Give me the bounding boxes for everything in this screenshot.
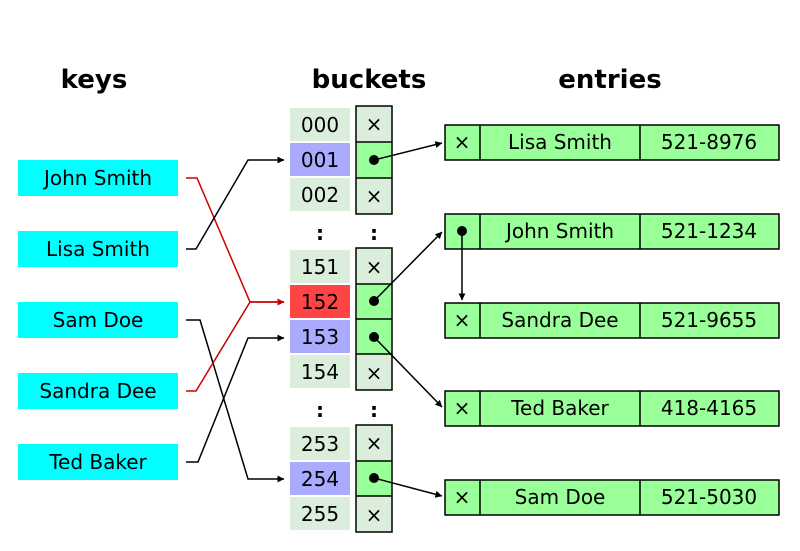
empty-slot-mark: × [366, 184, 383, 208]
key-lisa-smith: Lisa Smith [18, 231, 178, 267]
key-ted-baker: Ted Baker [18, 444, 178, 480]
bucket-index: 152 [301, 290, 339, 314]
entry-name: Ted Baker [510, 396, 609, 420]
bucket-index-bg [290, 108, 350, 141]
ellipsis: : [370, 398, 378, 422]
entry-ted-baker: × Ted Baker 418-4165 [444, 390, 780, 427]
ellipsis: : [316, 398, 324, 422]
entry-phone: 521-9655 [661, 308, 757, 332]
key-sam-doe: Sam Doe [18, 302, 178, 338]
entry-box [444, 302, 780, 339]
entries-header: entries [558, 65, 661, 95]
null-pointer-mark: × [454, 485, 471, 509]
keys-column: John Smith Lisa Smith Sam Doe Sandra Dee… [18, 160, 178, 480]
entries-column: × Lisa Smith 521-8976 John Smith 521-123… [444, 124, 780, 516]
empty-slot-mark: × [366, 112, 383, 136]
key-label: John Smith [42, 166, 152, 190]
entry-sandra-dee: × Sandra Dee 521-9655 [444, 302, 780, 339]
entry-name: Sam Doe [515, 485, 606, 509]
entry-phone: 418-4165 [661, 396, 757, 420]
bucket-index: 001 [301, 148, 339, 172]
bucket-index-bg [290, 355, 350, 388]
pointer-to-john-smith [373, 231, 443, 302]
keys-header: keys [61, 65, 128, 95]
bucket-index-bg [290, 250, 350, 283]
bucket-index-bg-hashed [290, 320, 350, 353]
empty-slot-mark: × [366, 361, 383, 385]
empty-slot-mark: × [366, 431, 383, 455]
key-label: Ted Baker [48, 450, 147, 474]
hash-arrow-sandra-dee [186, 298, 285, 392]
bucket-index: 000 [301, 113, 339, 137]
bucket-slots: × × × × × × [355, 105, 393, 533]
entry-john-smith: John Smith 521-1234 [444, 213, 780, 250]
key-box [18, 302, 178, 338]
bucket-index-bg [290, 497, 350, 530]
key-box [18, 444, 178, 480]
entry-lisa-smith: × Lisa Smith 521-8976 [444, 124, 780, 161]
key-john-smith: John Smith [18, 160, 178, 196]
entry-box [444, 213, 780, 250]
hash-arrow-lisa-smith [186, 156, 285, 250]
key-box [18, 231, 178, 267]
bucket-index: 151 [301, 255, 339, 279]
bucket-numbers: 000 001 002 151 152 153 154 253 254 255 [290, 108, 350, 530]
entry-phone: 521-8976 [661, 130, 757, 154]
key-box [18, 373, 178, 409]
entry-box [444, 479, 780, 516]
null-pointer-mark: × [454, 130, 471, 154]
bucket-index-bg-hashed [290, 462, 350, 495]
entry-name: Sandra Dee [501, 308, 618, 332]
ellipsis: : [316, 221, 324, 245]
null-pointer-mark: × [454, 396, 471, 420]
key-sandra-dee: Sandra Dee [18, 373, 178, 409]
hash-arrow-ted-baker [186, 334, 285, 463]
empty-slot-mark: × [366, 503, 383, 527]
pointer-to-sam-doe [373, 477, 443, 498]
bucket-index: 154 [301, 360, 339, 384]
ellipsis: : [370, 221, 378, 245]
bucket-index: 002 [301, 183, 339, 207]
key-label: Sam Doe [53, 308, 144, 332]
bucket-index-bg-hashed [290, 143, 350, 176]
bucket-index: 253 [301, 432, 339, 456]
bucket-index-bg [290, 427, 350, 460]
entry-phone: 521-5030 [661, 485, 757, 509]
bucket-index: 254 [301, 467, 339, 491]
bucket-index: 255 [301, 502, 339, 526]
buckets-header: buckets [312, 65, 427, 95]
entry-phone: 521-1234 [661, 219, 757, 243]
null-pointer-mark: × [454, 308, 471, 332]
bucket-index-bg-collision [290, 285, 350, 318]
pointer-to-ted-baker [373, 336, 443, 408]
entry-box [444, 124, 780, 161]
key-box [18, 160, 178, 196]
key-label: Sandra Dee [39, 379, 156, 403]
key-label: Lisa Smith [46, 237, 150, 261]
bucket-index-bg [290, 178, 350, 211]
entry-name: John Smith [504, 219, 614, 243]
pointer-to-lisa-smith [373, 141, 443, 161]
empty-slot-mark: × [366, 255, 383, 279]
entry-box [444, 390, 780, 427]
entry-sam-doe: × Sam Doe 521-5030 [444, 479, 780, 516]
entry-name: Lisa Smith [508, 130, 612, 154]
bucket-index: 153 [301, 325, 339, 349]
